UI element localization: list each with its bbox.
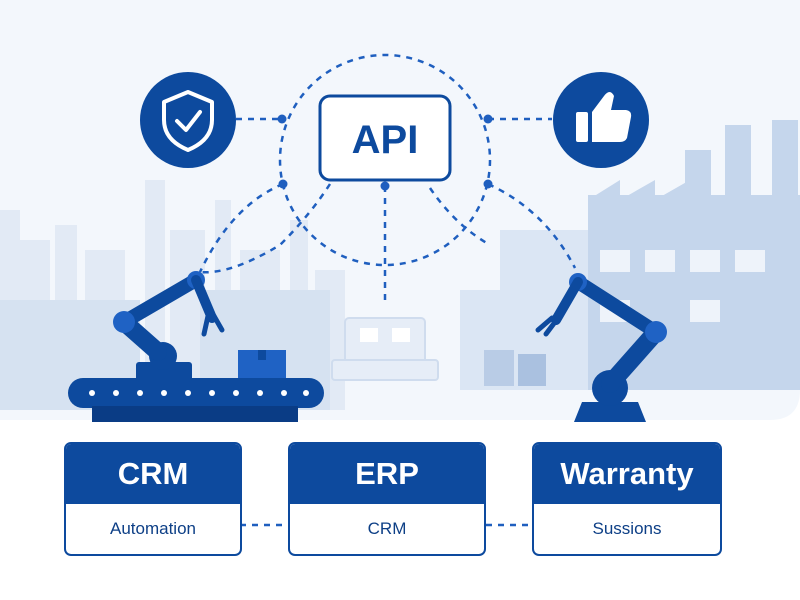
module-card-warranty: Warranty Sussions (532, 442, 722, 556)
robot-arm-left (113, 271, 225, 382)
module-title-warranty: Warranty (534, 444, 720, 504)
shield-check-icon (162, 90, 214, 152)
background-scene (0, 0, 800, 420)
conveyor-belt (68, 350, 324, 422)
api-label: API (352, 118, 419, 162)
security-badge (140, 72, 236, 168)
module-card-crm: CRM Automation (64, 442, 242, 556)
thumbs-up-icon (576, 92, 632, 142)
approval-badge (553, 72, 649, 168)
module-title-crm: CRM (66, 444, 240, 504)
module-subtitle-erp: CRM (367, 519, 407, 538)
module-card-erp: ERP CRM (288, 442, 486, 556)
api-hub: API (318, 94, 452, 182)
connector-nodes (277, 114, 493, 191)
module-title-erp: ERP (290, 444, 484, 504)
dashed-connectors (198, 53, 577, 527)
robot-arm-right (535, 273, 667, 422)
module-subtitle-crm: Automation (110, 519, 196, 538)
module-subtitle-warranty: Sussions (592, 519, 662, 538)
